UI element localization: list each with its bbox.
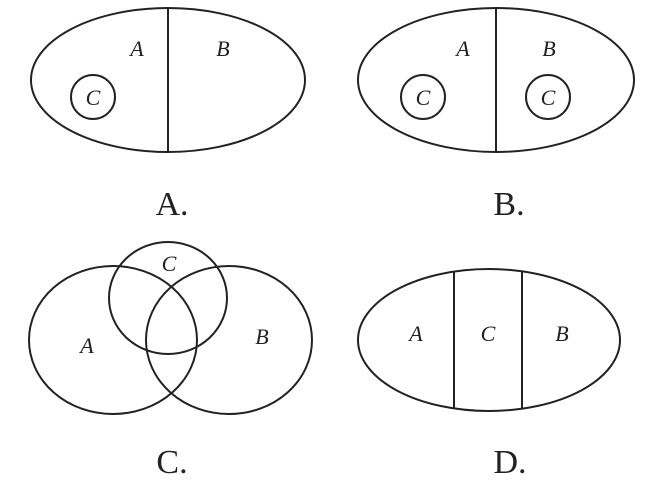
label-a: A [78, 333, 94, 358]
label-c: C [162, 251, 177, 276]
panel-c: A B C C. [28, 241, 313, 481]
label-a: A [407, 321, 423, 346]
label-b: B [216, 36, 229, 61]
label-c-left: C [416, 85, 431, 110]
set-b-ellipse [145, 265, 313, 415]
label-b: B [542, 36, 555, 61]
label-c: C [86, 85, 101, 110]
caption-c: C. [156, 444, 187, 481]
label-b: B [555, 321, 568, 346]
set-a-b-c-ellipse [357, 268, 621, 412]
panel-d: A C B D. [357, 268, 621, 481]
caption-d: D. [493, 444, 526, 481]
label-a: A [454, 36, 470, 61]
label-b: B [255, 324, 268, 349]
set-c-circle-right [525, 74, 571, 120]
panel-b: A B C C B. [357, 7, 635, 223]
label-a: A [128, 36, 144, 61]
set-c-ellipse [108, 241, 228, 355]
set-a-ellipse [28, 265, 198, 415]
label-c-right: C [541, 85, 556, 110]
set-c-circle-left [400, 74, 446, 120]
caption-b: B. [493, 186, 524, 223]
caption-a: A. [155, 186, 188, 223]
panel-a: A B C A. [30, 7, 306, 223]
label-c: C [481, 321, 496, 346]
set-c-circle [70, 74, 116, 120]
